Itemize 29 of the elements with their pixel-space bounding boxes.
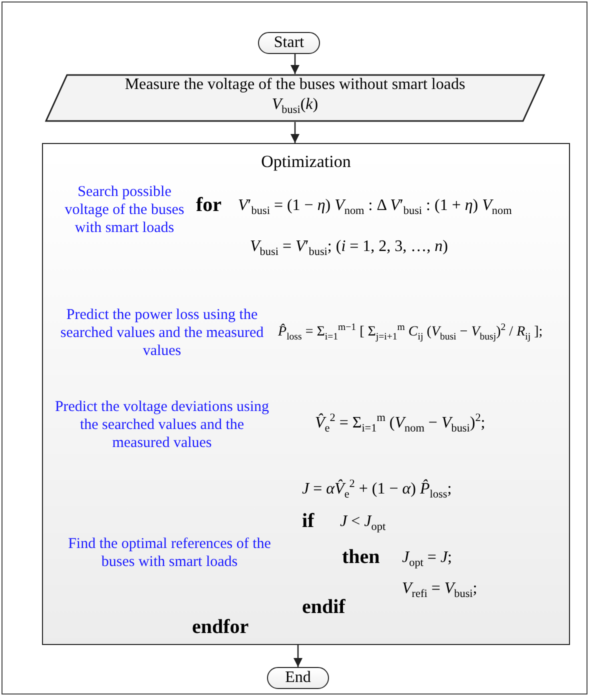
formula: V′$_{busi}$ = (1 − η) V$_{nom}$ : Δ V′$_{busi}$ : (1 + η) V$_{nom}$ (238, 197, 512, 218)
step-description: Predict the voltage deviations using the searched values and the measured values (54, 398, 270, 452)
input-parallelogram (45, 74, 545, 122)
step-text: Measure the voltage of the buses without smart loads (124, 76, 466, 94)
formula: V$_{refi}$ = V$_{busi}$; (402, 580, 478, 600)
terminal-label: End (285, 669, 311, 687)
formula: V̂$_{e}$$^{2}$ = Σ$_{i=1}$$^{m}$ (V$_{nom}$ − V$_{busi}$)$^{2}$; (315, 412, 486, 435)
formula: J = αV̂$_{e}$$^{2}$ + (1 − α) P̂$_{loss}$; (302, 478, 452, 501)
formula: P̂$_{loss}$ = Σ$_{i=1}$$^{m−1}$ [ Σ$_{j=i+1}$$^{m}$ C$_{ij}$ (V$_{busi}$ − V$_{busj}$)$^{2}$ / R$_{ij}$ ]; (278, 322, 543, 342)
step-description: Find the optimal references of the buses with smart loads (67, 535, 272, 571)
formula: J < J$_{opt}$ (340, 513, 386, 534)
formula: V$_{busi}$(k) (270, 96, 320, 116)
box-title: Optimization (260, 152, 352, 172)
process-box (42, 143, 570, 645)
keyword: then (342, 546, 380, 569)
terminal-shape (267, 667, 329, 689)
terminal-label: Start (274, 34, 304, 52)
formula: V$_{busi}$ = V′$_{busi}$; (i = 1, 2, 3, …, n) (250, 238, 448, 258)
arrow (290, 54, 300, 74)
arrow (293, 645, 303, 667)
keyword: endfor (192, 616, 249, 639)
keyword: if (302, 510, 314, 533)
step-description: Search possible voltage of the buses with smart loads (64, 183, 186, 237)
keyword: for (196, 194, 222, 217)
keyword: endif (302, 596, 346, 619)
arrow (290, 122, 300, 143)
terminal-shape (258, 32, 320, 54)
formula: J$_{opt}$ = J; (402, 549, 452, 570)
step-description: Predict the power loss using the searched values and the measured values (59, 306, 265, 360)
